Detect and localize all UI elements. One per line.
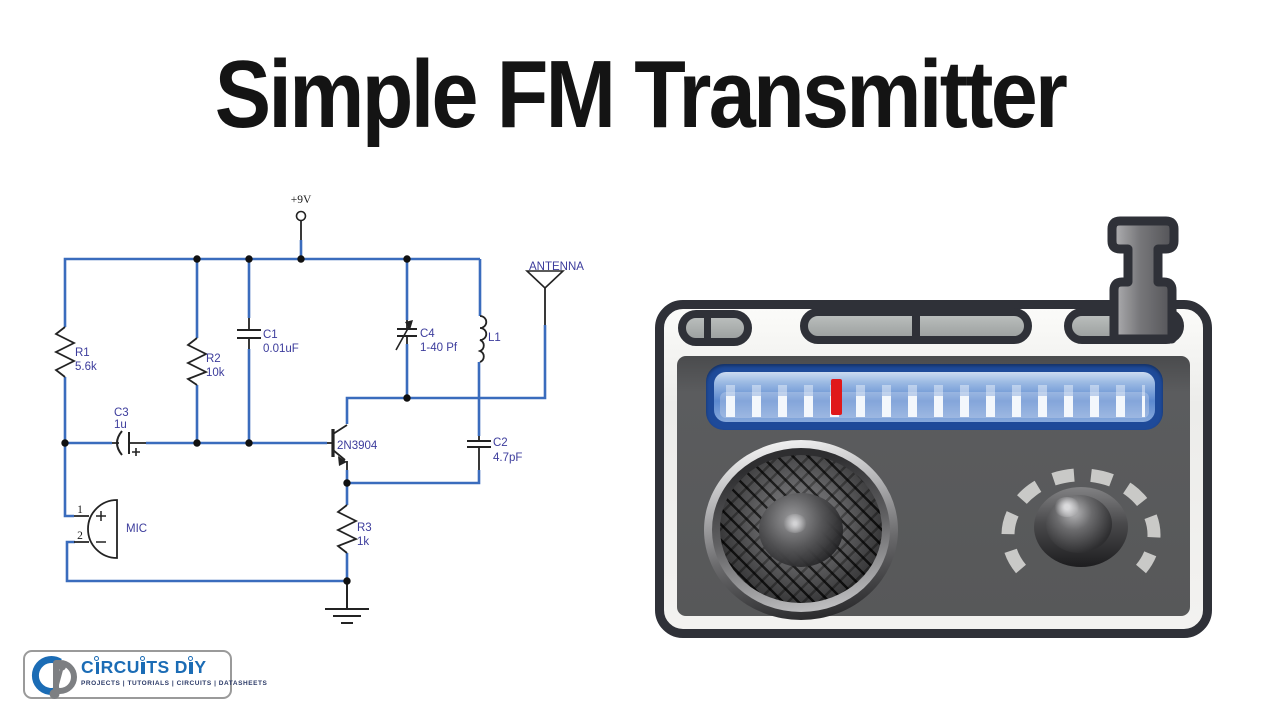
- capacitor-symbols: [116, 328, 491, 456]
- ground-symbol: [325, 581, 369, 624]
- cd-monogram: [31, 656, 77, 699]
- antenna-symbol: [524, 270, 566, 290]
- dial-window: [714, 372, 1155, 422]
- radio-volume-knob: [1034, 487, 1128, 567]
- resistor-r2: [185, 337, 209, 386]
- r2-ref: R2: [206, 353, 221, 365]
- dial-needle: [831, 379, 842, 415]
- r3-ref: R3: [357, 522, 372, 534]
- speaker-highlight: [783, 514, 807, 533]
- c3-plus-sign: [132, 448, 140, 456]
- r1-ref: R1: [75, 347, 90, 359]
- dial-ticks-upper: [726, 385, 1145, 396]
- c4-variable-arrow: [395, 320, 413, 351]
- resistor-r1: [53, 326, 77, 378]
- c2-ref: C2: [493, 437, 508, 449]
- junction-dots: [61, 255, 411, 585]
- capacitor-c3-curved-plate: [116, 430, 123, 456]
- inductor-l1: [477, 315, 488, 363]
- radio-top-button-left: [678, 310, 752, 346]
- speaker-mesh: [720, 455, 882, 603]
- page-title: Simple FM Transmitter: [214, 41, 1068, 148]
- knob-highlight: [1054, 497, 1080, 517]
- resistor-symbols: [53, 326, 359, 554]
- c1-ref: C1: [263, 329, 278, 341]
- capacitor-c2: [467, 440, 491, 448]
- r2-val: 10k: [206, 367, 225, 379]
- radio-speaker: [704, 440, 898, 620]
- supply-terminal: [295, 210, 307, 222]
- radio-body: [655, 300, 1212, 638]
- emitter-arrow: [338, 456, 347, 466]
- logo-tagline: PROJECTS | TUTORIALS | CIRCUITS | DATASH…: [81, 679, 268, 687]
- radio-antenna: [1107, 216, 1179, 344]
- radio-illustration: [655, 216, 1235, 646]
- c4-val: 1-40 Pf: [420, 342, 458, 354]
- wires: [63, 240, 547, 583]
- transistor-label: 2N3904: [337, 440, 378, 452]
- component-leads: [74, 221, 546, 543]
- c3-ref: C3: [114, 407, 129, 419]
- l1-ref: L1: [488, 332, 501, 344]
- radio-tuning-dial: [706, 364, 1163, 430]
- resistor-r3: [335, 504, 359, 554]
- r1-val: 5.6k: [75, 361, 97, 373]
- mic-pin2-label: 2: [77, 530, 83, 542]
- microphone-symbol: [87, 499, 118, 559]
- r3-val: 1k: [357, 536, 369, 548]
- antenna-label: ANTENNA: [529, 261, 584, 273]
- mic-label: MIC: [126, 523, 147, 535]
- capacitor-c1: [237, 329, 261, 339]
- c2-val: 4.7pF: [493, 452, 522, 464]
- c4-ref: C4: [420, 328, 435, 340]
- knob-dash-arc: [1001, 468, 1161, 574]
- radio-top-button-middle: [800, 308, 1032, 344]
- mic-pin1-label: 1: [77, 504, 83, 516]
- fm-transmitter-schematic: +9V ANTENNA R1 5.6k R2 10k R3 1k C1 0.01…: [53, 194, 584, 624]
- c3-val: 1u: [114, 419, 127, 431]
- c1-val: 0.01uF: [263, 343, 299, 355]
- dial-ticks: [726, 396, 1145, 417]
- power-label: +9V: [291, 194, 312, 206]
- transistor-2n3904: [331, 424, 348, 466]
